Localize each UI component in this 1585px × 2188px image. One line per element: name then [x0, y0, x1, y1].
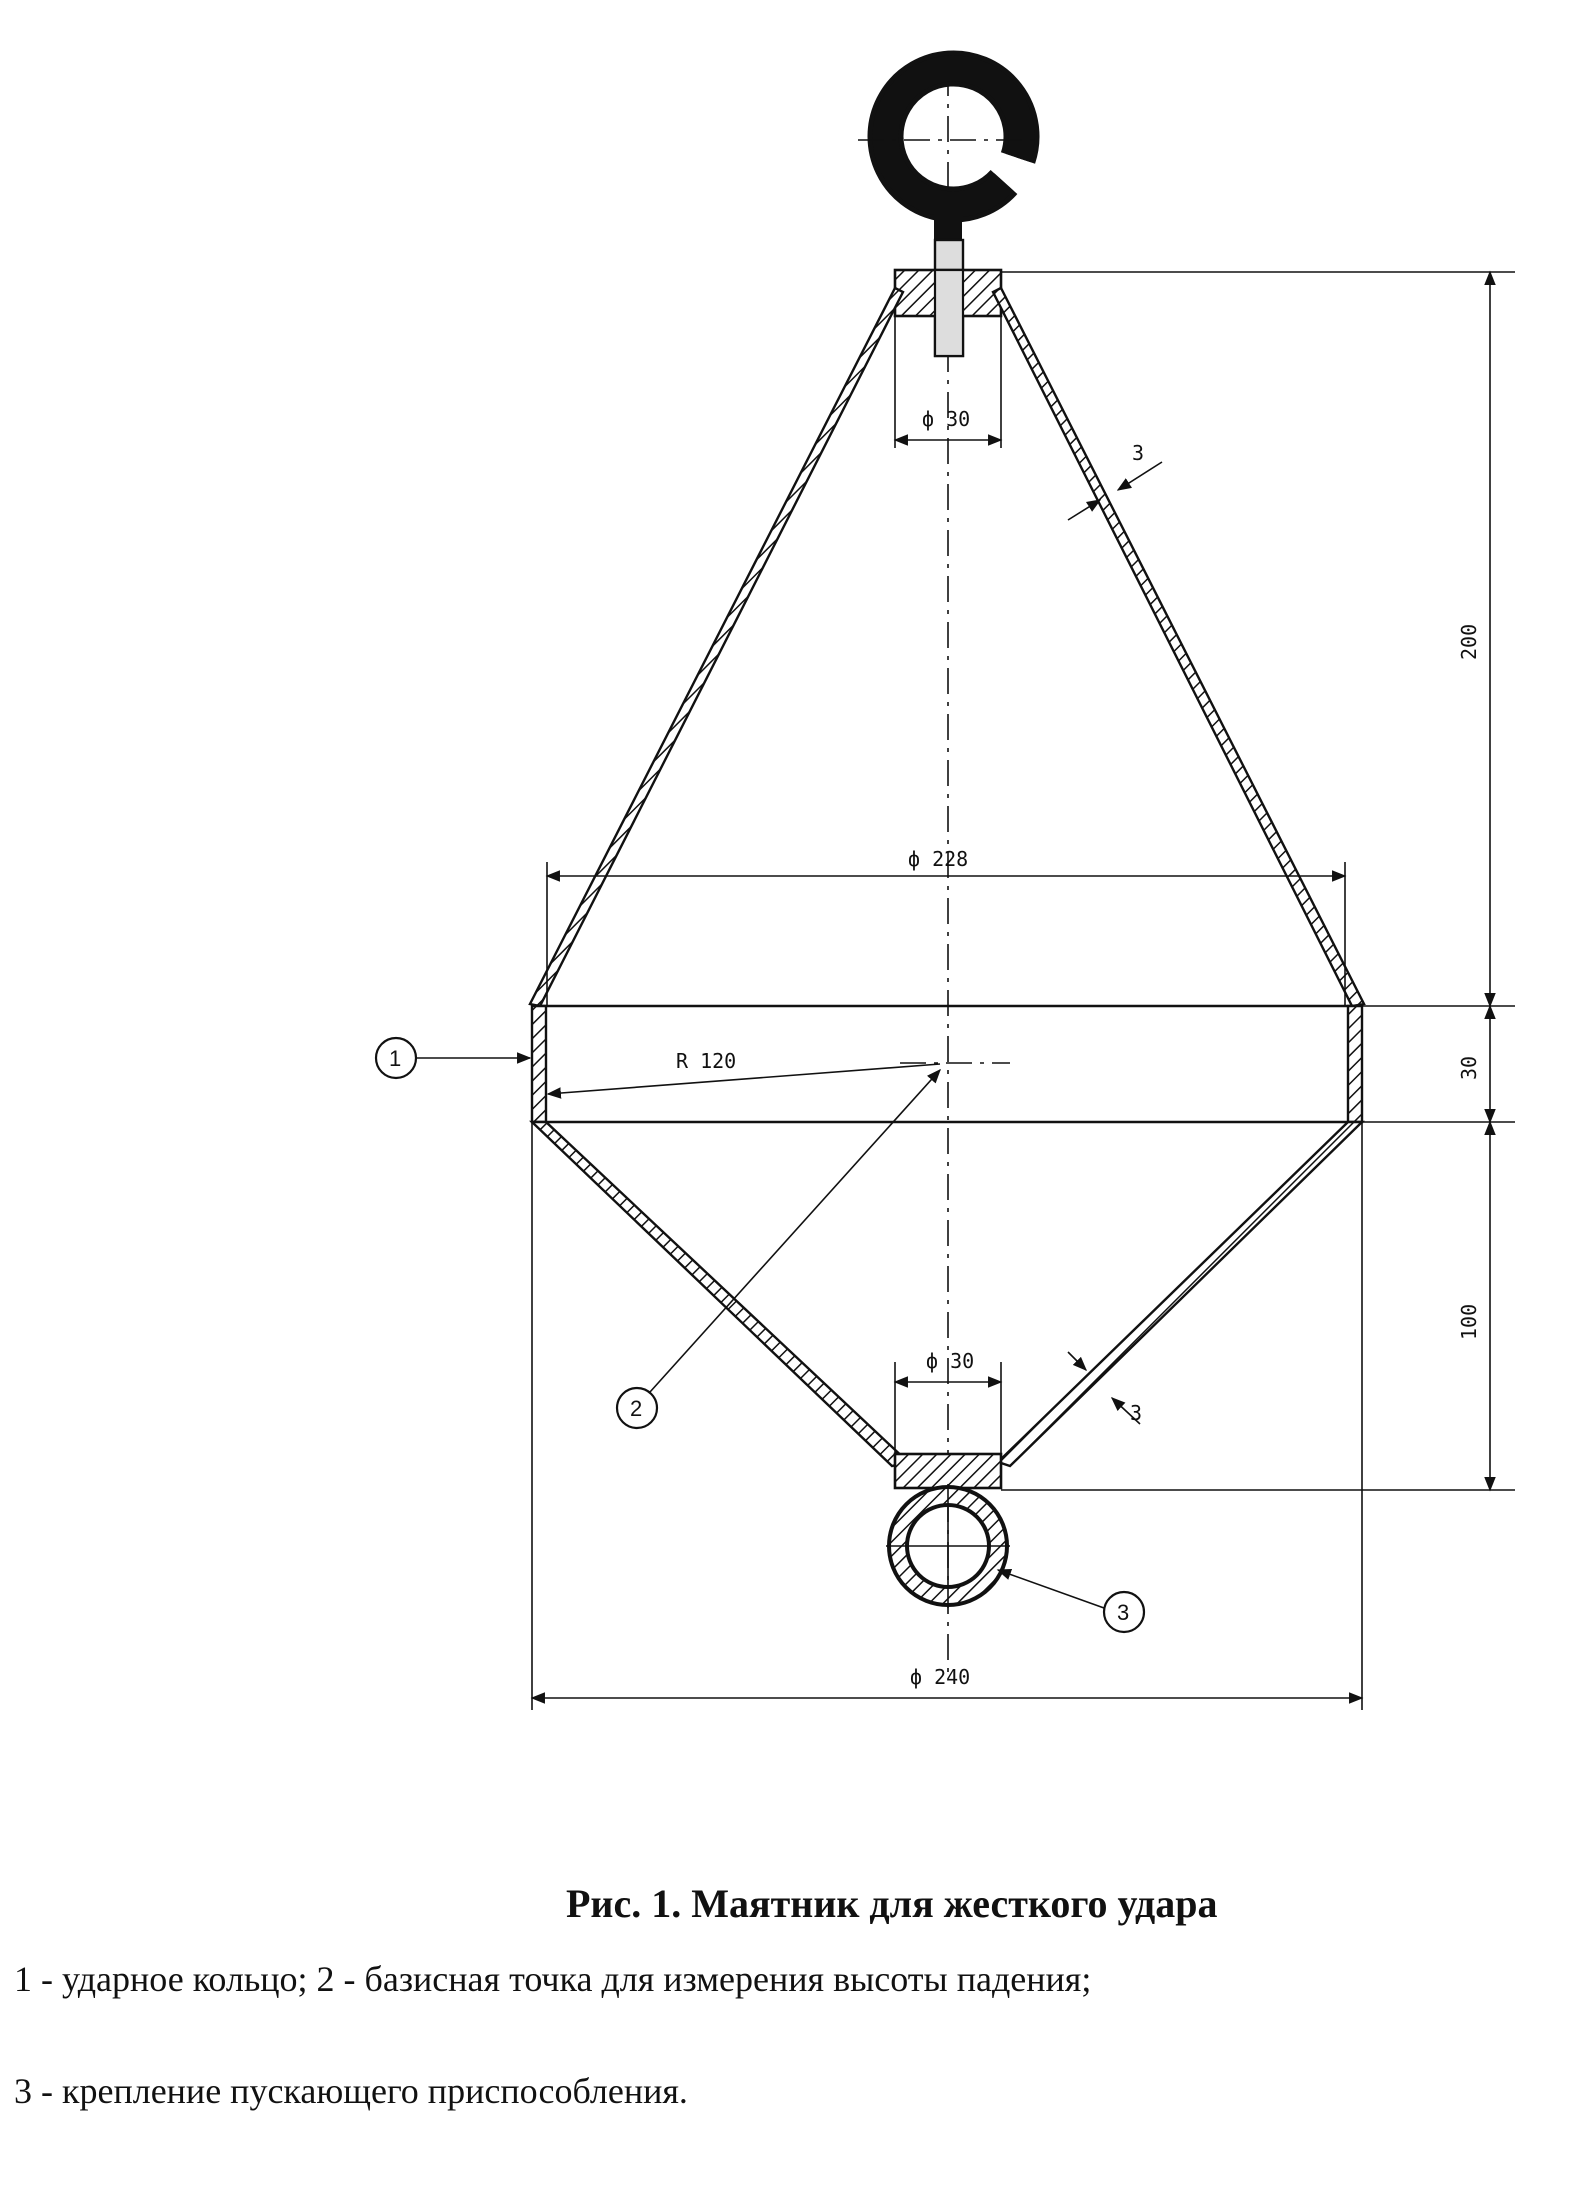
upper-cone-left-wall	[528, 286, 905, 1008]
dim-bottom-bore: ф 30	[893, 1349, 1003, 1454]
dim-height-100: 100	[1457, 1120, 1496, 1492]
bottom-boss	[893, 1452, 1003, 1490]
callout-2: 2	[615, 1068, 941, 1430]
dim-radius-label: R 120	[676, 1049, 736, 1073]
dim-top-bore: ф 30	[893, 316, 1003, 448]
callout-3-label: 3	[1117, 1600, 1129, 1625]
dim-inner-diameter-label: ф 228	[908, 847, 968, 871]
dim-wall-upper: 3	[1067, 441, 1163, 521]
legend-line-1: 1 - ударное кольцо; 2 - базисная точка д…	[14, 1959, 1092, 1999]
upper-cone-right-wall	[991, 286, 1366, 1008]
dim-outer-diameter-label: ф 240	[910, 1665, 970, 1689]
callout-3: 3	[996, 1568, 1146, 1634]
legend-line-2: 3 - крепление пускающего приспособления.	[14, 2071, 688, 2111]
eye-ring-icon	[886, 1484, 1010, 1608]
dim-top-bore-label: ф 30	[922, 407, 970, 431]
dim-wall-lower: 3	[1067, 1351, 1142, 1425]
dim-wall-lower-label: 3	[1130, 1401, 1142, 1425]
dim-wall-upper-label: 3	[1132, 441, 1144, 465]
lower-cone-right-wall	[995, 1120, 1365, 1468]
dim-height-100-label: 100	[1457, 1304, 1481, 1340]
lower-cone-left-wall	[529, 1120, 911, 1468]
figure-title: Рис. 1. Маятник для жесткого удара	[566, 1881, 1218, 1926]
dim-radius: R 120	[546, 1049, 941, 1099]
callout-1-label: 1	[389, 1046, 401, 1071]
dim-height-200-label: 200	[1457, 624, 1481, 660]
callout-2-label: 2	[630, 1396, 642, 1421]
dim-outer-diameter: ф 240	[530, 1122, 1364, 1710]
dim-inner-diameter: ф 228	[545, 847, 1347, 1006]
impact-ring	[530, 1004, 1364, 1124]
callout-1: 1	[374, 1036, 532, 1080]
dim-ring-30: 30	[1457, 1004, 1496, 1124]
dim-bottom-bore-label: ф 30	[926, 1349, 974, 1373]
pendulum-drawing: ф 30 3 200 30 100 ф 228 R 120	[374, 50, 1515, 1710]
dim-ring-30-label: 30	[1457, 1056, 1481, 1080]
